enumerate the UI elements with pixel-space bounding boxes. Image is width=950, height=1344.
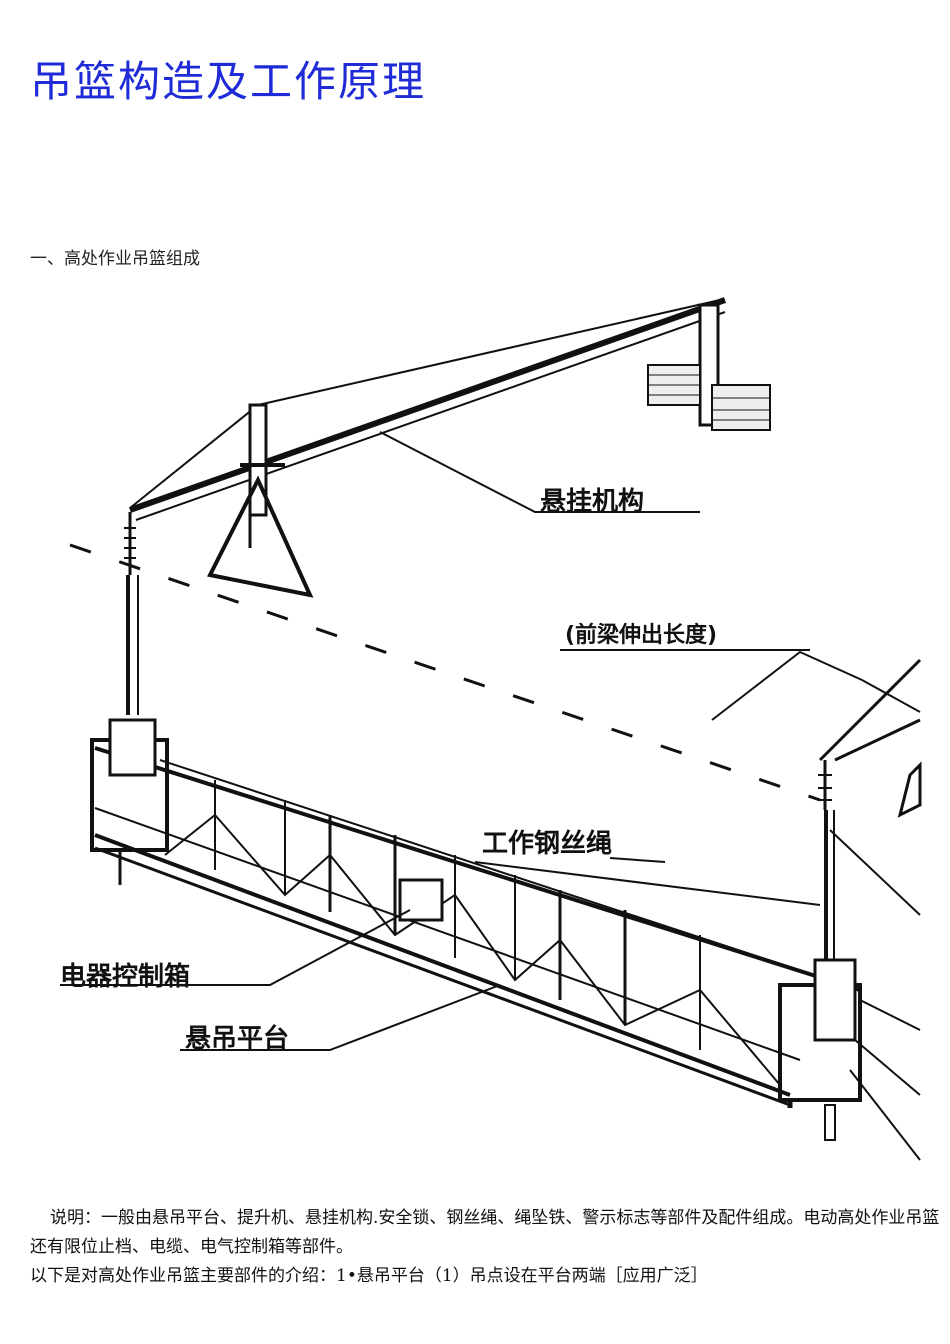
wire-ropes <box>126 575 921 1161</box>
suspension-mechanism-label: 悬挂机构 <box>540 487 644 517</box>
section-heading: 一、高处作业吊篮组成 <box>30 249 200 269</box>
page-title: 吊篮构造及工作原理 <box>30 57 427 106</box>
suspension-mechanism <box>124 297 771 598</box>
platform-label: 悬吊平台 <box>185 1023 289 1054</box>
label-leaders <box>60 431 921 1051</box>
right-suspension-bracket <box>818 658 922 818</box>
description-paragraph-2: 以下是对高处作业吊篮主要部件的介绍：1•悬吊平台（1）吊点设在平台两端［应用广泛… <box>30 1266 708 1286</box>
roof-edge-dashed-line <box>69 543 821 802</box>
gondola-diagram: 悬挂机构 (前梁伸出长度) 工作钢丝绳 电器控制箱 悬吊平台 <box>0 285 950 1180</box>
beam-extension-label: (前梁伸出长度) <box>565 622 717 648</box>
control-box-label: 电器控制箱 <box>60 961 190 992</box>
description-paragraph-1: 说明：一般由悬吊平台、提升机、悬挂机构.安全锁、钢丝绳、绳坠铁、警示标志等部件及… <box>30 1208 940 1257</box>
suspended-platform <box>90 718 862 1141</box>
wire-rope-label: 工作钢丝绳 <box>482 829 612 859</box>
description: 说明：一般由悬吊平台、提升机、悬挂机构.安全锁、钢丝绳、绳坠铁、警示标志等部件及… <box>30 1204 942 1291</box>
